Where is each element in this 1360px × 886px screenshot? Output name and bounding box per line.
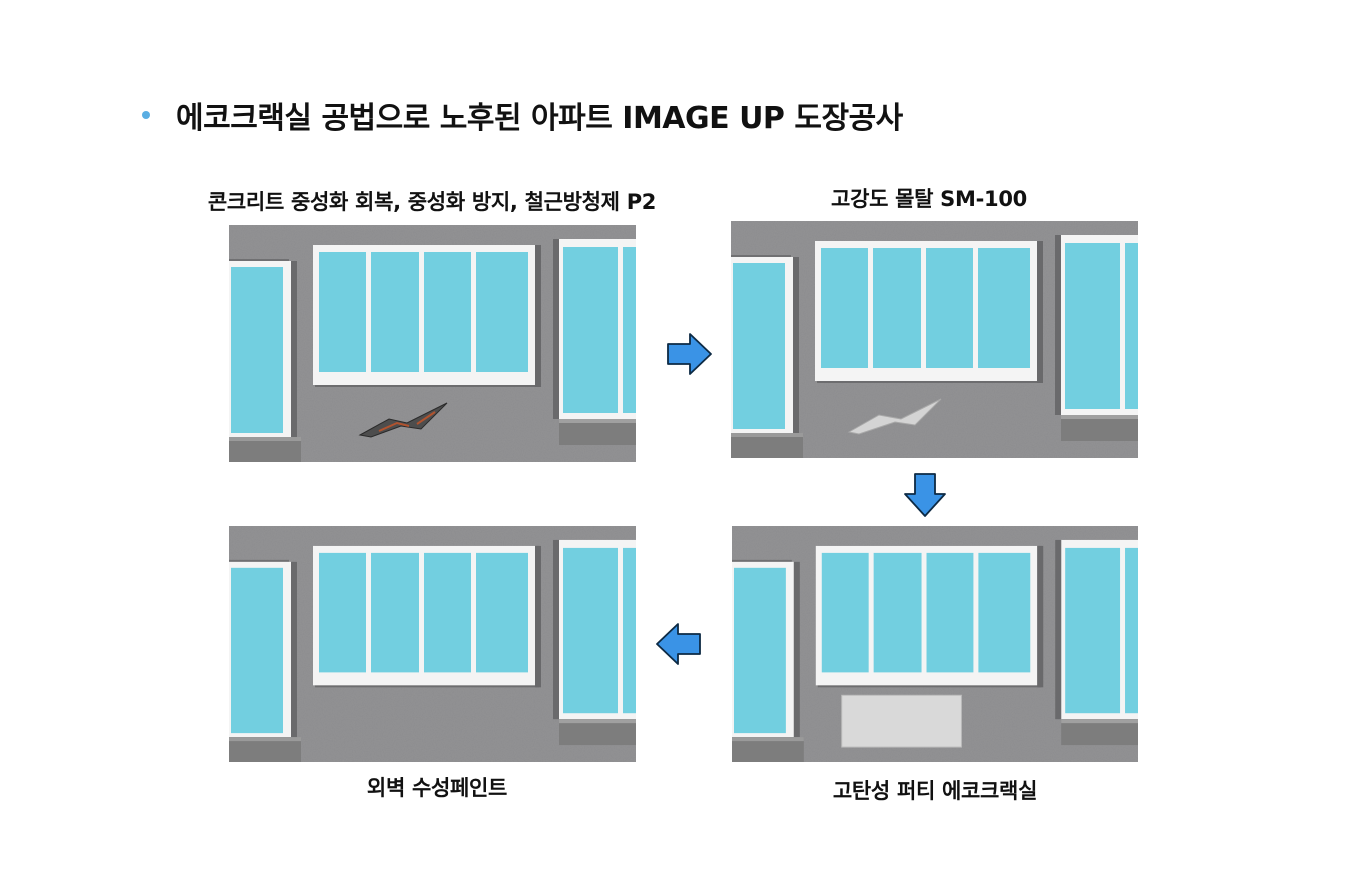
step-4-caption: 외벽 수성페인트 [366,776,508,800]
step-2-image [731,221,1138,458]
facade-illustration [229,526,636,762]
facade-illustration [731,221,1138,458]
arrow-down-icon [903,473,947,517]
page-heading: 에코크랙실 공법으로 노후된 아파트 IMAGE UP 도장공사 [142,92,903,138]
step-3-image [732,526,1138,762]
page-title: 에코크랙실 공법으로 노후된 아파트 IMAGE UP 도장공사 [176,101,903,136]
step-1-caption: 콘크리트 중성화 회복, 중성화 방지, 철근방청제 P2 [207,190,657,214]
arrow-left-icon [656,622,701,666]
arrow-right-icon [667,332,712,376]
facade-illustration [229,225,636,462]
step-3-caption: 고탄성 퍼티 에코크랙실 [832,779,1038,803]
step-2-caption: 고강도 몰탈 SM-100 [831,187,1027,211]
bullet-dot [142,111,150,119]
step-4-image [229,526,636,762]
facade-illustration [732,526,1138,762]
step-1-image [229,225,636,462]
